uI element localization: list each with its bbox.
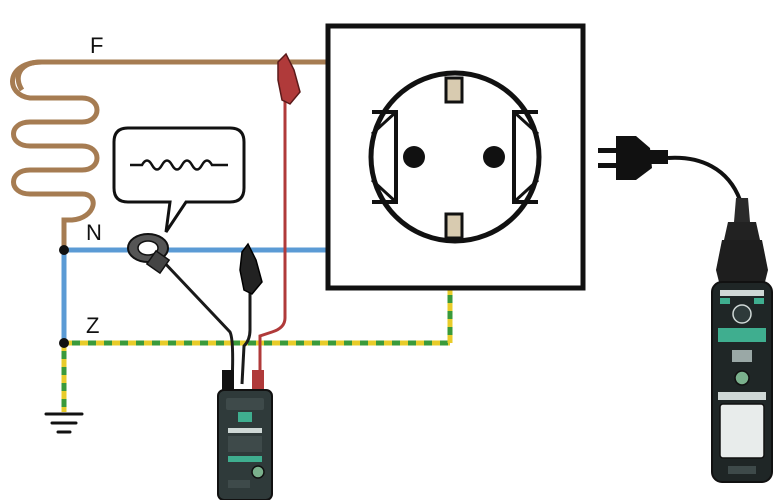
red-test-lead bbox=[258, 52, 301, 384]
signal-bubble bbox=[112, 126, 246, 233]
signal-wave-icon bbox=[130, 159, 228, 171]
schuko-socket-icon bbox=[325, 23, 586, 291]
receiver-device-icon bbox=[711, 198, 773, 483]
neutral-label: N bbox=[86, 220, 102, 245]
earth-wire bbox=[61, 288, 453, 412]
phase-wire bbox=[10, 59, 331, 253]
plug-icon bbox=[598, 136, 744, 231]
red-alligator-clip bbox=[277, 52, 301, 105]
earth-junction-dot bbox=[59, 338, 69, 348]
current-clamp-icon bbox=[127, 233, 235, 385]
earth-label: Z bbox=[86, 313, 99, 338]
neutral-junction-dot bbox=[59, 245, 69, 255]
black-alligator-clip bbox=[239, 242, 263, 295]
black-test-lead bbox=[239, 242, 263, 385]
phase-label: F bbox=[90, 33, 103, 58]
ground-symbol-icon bbox=[44, 412, 84, 434]
transmitter-device-icon bbox=[217, 370, 273, 500]
